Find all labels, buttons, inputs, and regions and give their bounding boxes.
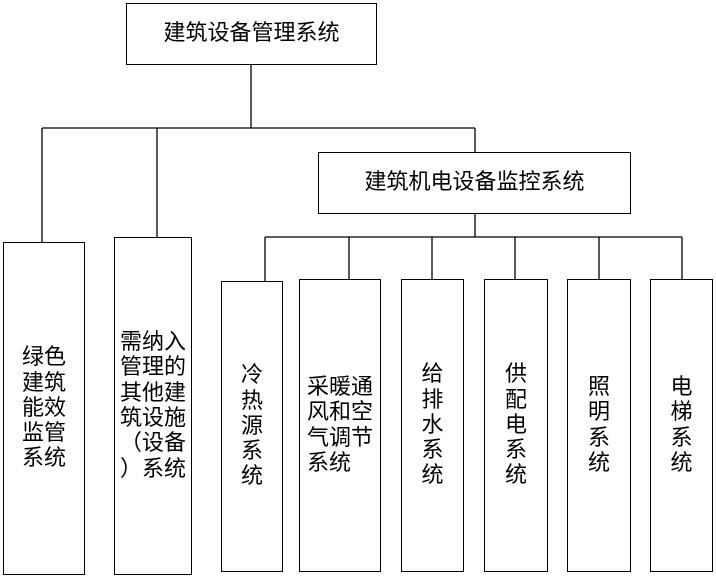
leaf-node-cooling-heating-label: 冷 热 源 系 统 <box>240 363 263 490</box>
root-node-label: 建筑设备管理系统 <box>163 20 340 46</box>
leaf-node-water-label: 给 排 水 系 统 <box>421 362 444 489</box>
leaf-node-hvac-label: 采暖通 风和空 气调节 系统 <box>306 374 373 476</box>
root-node: 建筑设备管理系统 <box>126 3 377 65</box>
side-node-other-facilities: 需纳入 管理的 其他建 筑设施 （设备 ）系统 <box>114 237 192 575</box>
leaf-node-power-label: 供 配 电 系 统 <box>504 362 527 489</box>
side-node-green-building-label: 绿色 建筑 能效 监管 系统 <box>21 345 66 472</box>
leaf-node-elevator: 电 梯 系 统 <box>650 279 713 572</box>
leaf-node-power: 供 配 电 系 统 <box>484 279 548 572</box>
leaf-node-lighting-label: 照 明 系 统 <box>587 374 610 476</box>
leaf-node-cooling-heating: 冷 热 源 系 统 <box>221 281 283 572</box>
side-node-green-building: 绿色 建筑 能效 监管 系统 <box>3 242 85 575</box>
side-node-other-facilities-label: 需纳入 管理的 其他建 筑设施 （设备 ）系统 <box>119 330 186 482</box>
leaf-node-hvac: 采暖通 风和空 气调节 系统 <box>299 279 381 572</box>
branch-node: 建筑机电设备监控系统 <box>318 152 631 214</box>
branch-node-label: 建筑机电设备监控系统 <box>364 169 585 195</box>
leaf-node-water: 给 排 水 系 统 <box>401 279 464 572</box>
leaf-node-lighting: 照 明 系 统 <box>567 279 631 572</box>
leaf-node-elevator-label: 电 梯 系 统 <box>670 374 693 476</box>
